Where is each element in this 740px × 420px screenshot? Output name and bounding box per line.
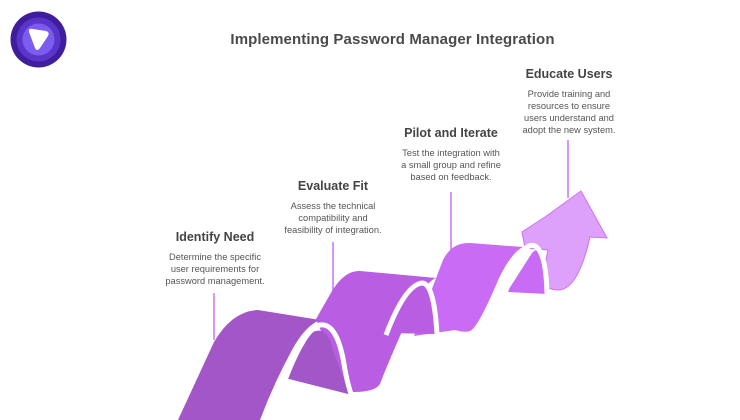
step-description: Test the integration with a small group … xyxy=(401,148,501,182)
step-identify-need: Identify Need Determine the specific use… xyxy=(150,230,280,287)
step-title: Evaluate Fit xyxy=(297,179,369,193)
step-title: Pilot and Iterate xyxy=(404,126,498,140)
brand-logo-icon xyxy=(10,11,67,68)
step-description: Provide training and resources to ensure… xyxy=(522,89,616,135)
ribbon-segment-pilot-iterate xyxy=(507,250,548,294)
step-description: Determine the specific user requirements… xyxy=(165,252,265,286)
step-evaluate-fit: Evaluate Fit Assess the technical compat… xyxy=(268,179,398,236)
step-educate-users: Educate Users Provide training and resou… xyxy=(503,67,635,136)
ribbon-segment-identify-need xyxy=(178,310,320,420)
diagram-title: Implementing Password Manager Integratio… xyxy=(230,31,555,48)
step-pilot-iterate: Pilot and Iterate Test the integration w… xyxy=(385,126,517,183)
step-title: Identify Need xyxy=(175,230,255,244)
step-title: Educate Users xyxy=(525,67,613,81)
step-description: Assess the technical compatibility and f… xyxy=(284,201,382,235)
ribbon-segment-identify-need-back xyxy=(285,330,352,395)
ribbon-segment-pilot-iterate-top xyxy=(414,242,523,336)
